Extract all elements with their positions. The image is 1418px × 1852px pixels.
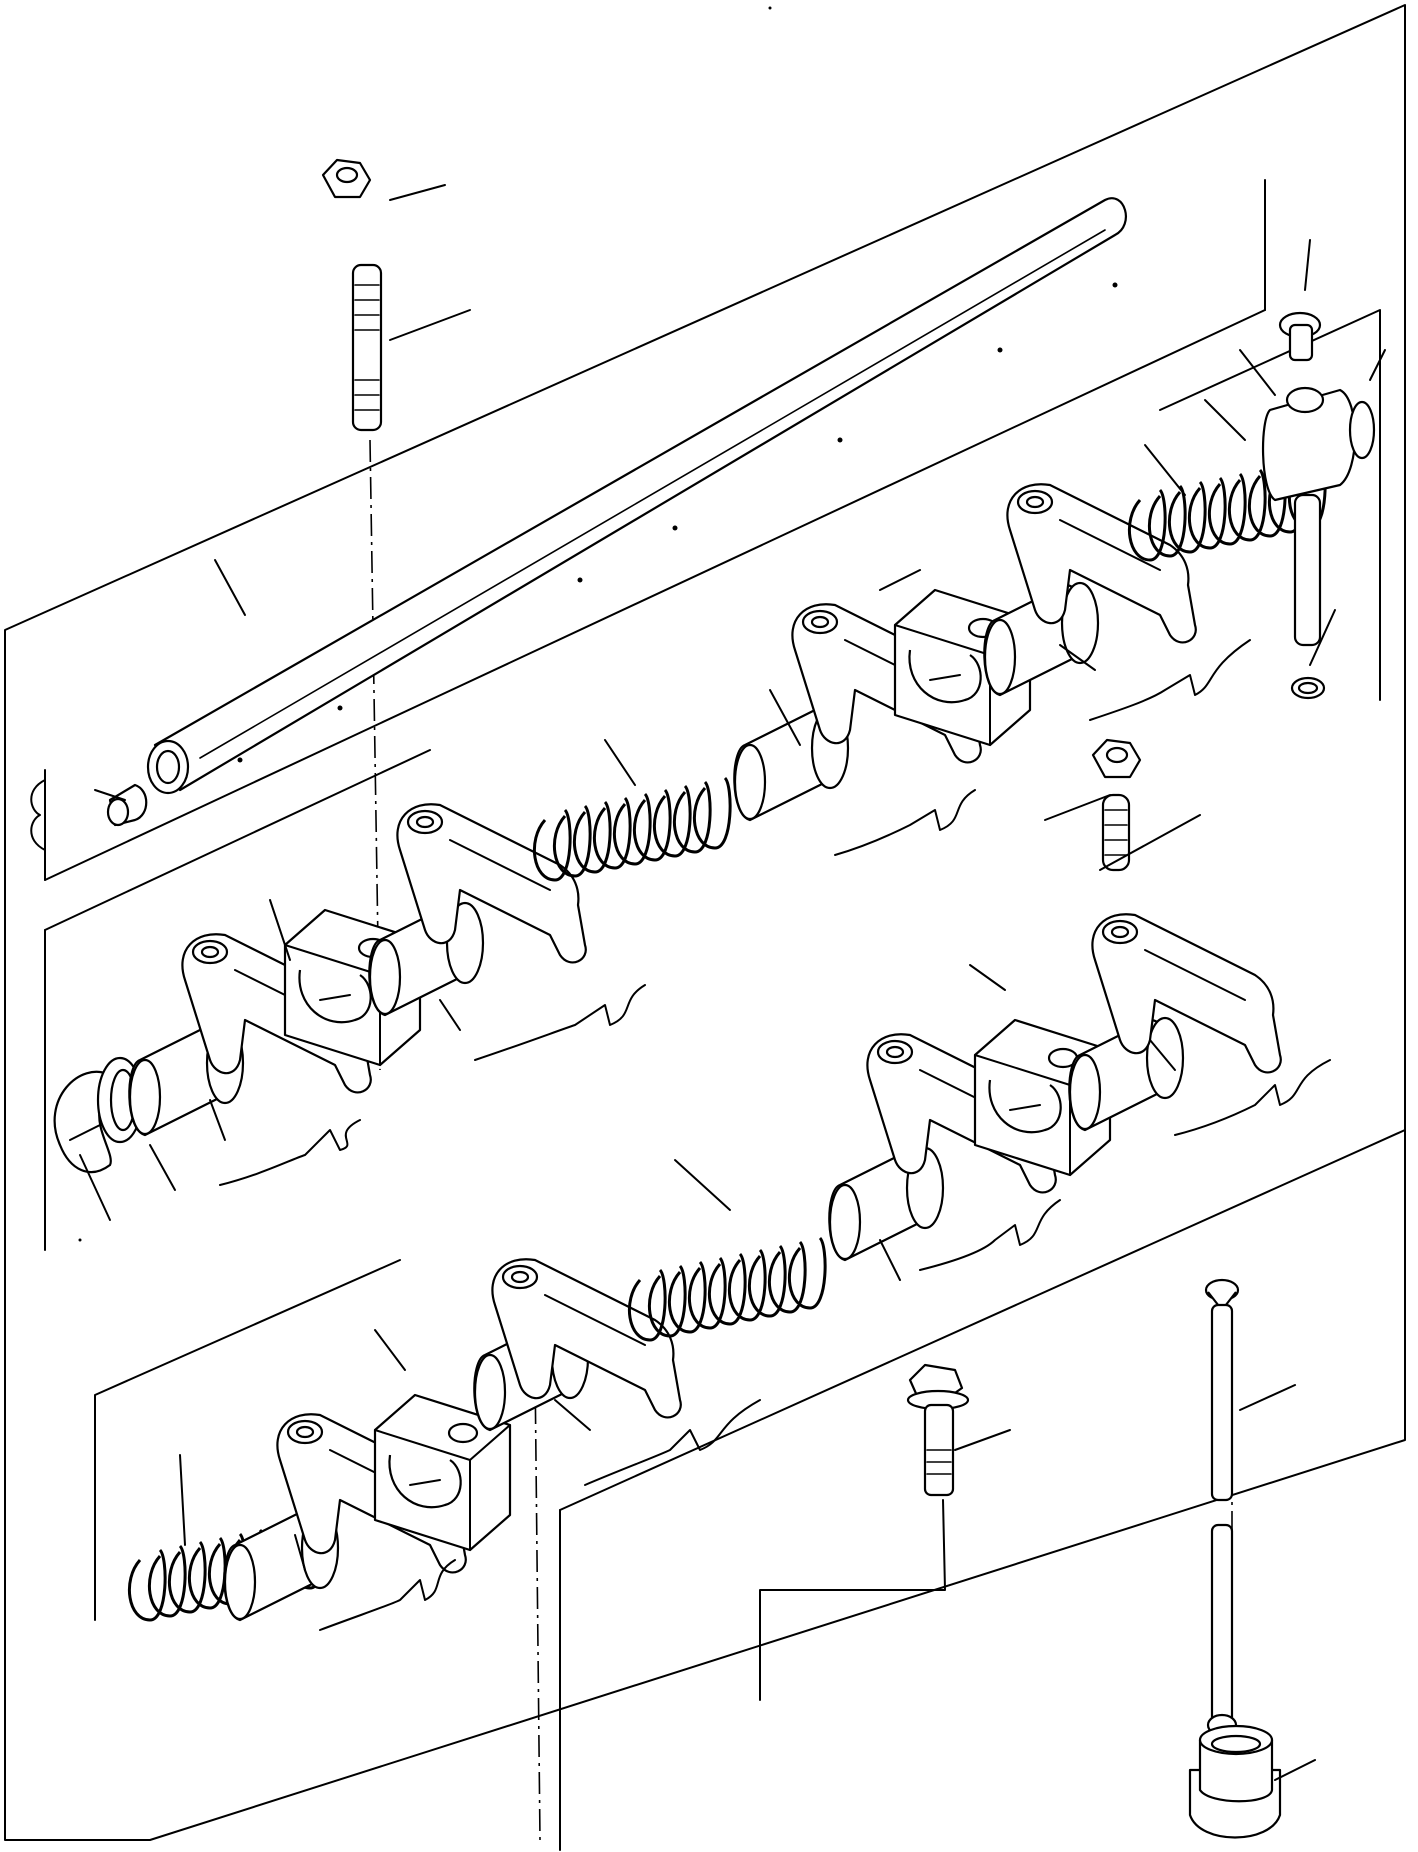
hex-nut-icon[interactable] [1091, 738, 1142, 779]
callout-leaders [79, 184, 1386, 1781]
push-rod-icon[interactable] [1204, 1278, 1240, 1737]
upper-rocker-group-frame [44, 309, 1381, 1251]
rocker-shaft-icon[interactable] [146, 197, 1127, 795]
banjo-screw-icon[interactable] [1278, 311, 1322, 362]
spacer-bush-icon[interactable] [828, 1146, 945, 1262]
coil-spring-icon[interactable] [532, 776, 732, 882]
lower-rocker-group-frame [94, 1129, 1406, 1851]
group-braces [30, 639, 1331, 1631]
bolt-leader [759, 1499, 946, 1701]
threaded-stud-icon[interactable] [351, 263, 383, 432]
flange-bolt-icon[interactable] [906, 1363, 970, 1497]
shaft-group-frame [44, 179, 1266, 881]
threaded-stud-icon[interactable] [1101, 793, 1131, 872]
oil-feed-connector-icon[interactable] [1261, 386, 1376, 647]
scan-specks [78, 6, 772, 1242]
bracket-axis-line [534, 1364, 541, 1841]
tappet-icon[interactable] [1188, 1724, 1282, 1839]
hex-nut-icon[interactable] [321, 158, 372, 199]
shaft-plug-icon[interactable] [106, 783, 148, 827]
o-ring-icon[interactable] [1290, 676, 1326, 700]
outer-frame [4, 4, 1406, 1841]
